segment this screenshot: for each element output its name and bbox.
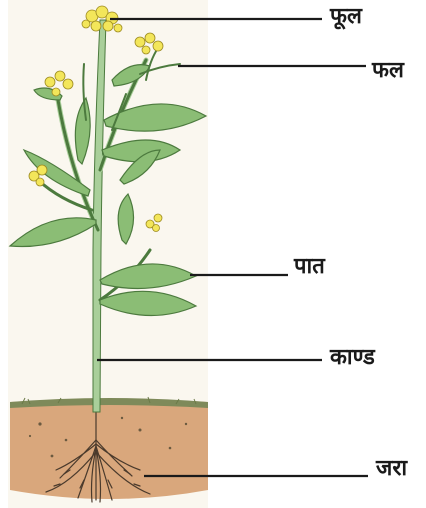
label-leaf: पात [294,256,325,278]
label-stem: काण्ड [330,347,375,369]
label-flower: फूल [330,6,362,28]
soil [10,397,208,499]
label-fruit: फल [372,60,404,82]
label-root: जरा [376,458,407,480]
